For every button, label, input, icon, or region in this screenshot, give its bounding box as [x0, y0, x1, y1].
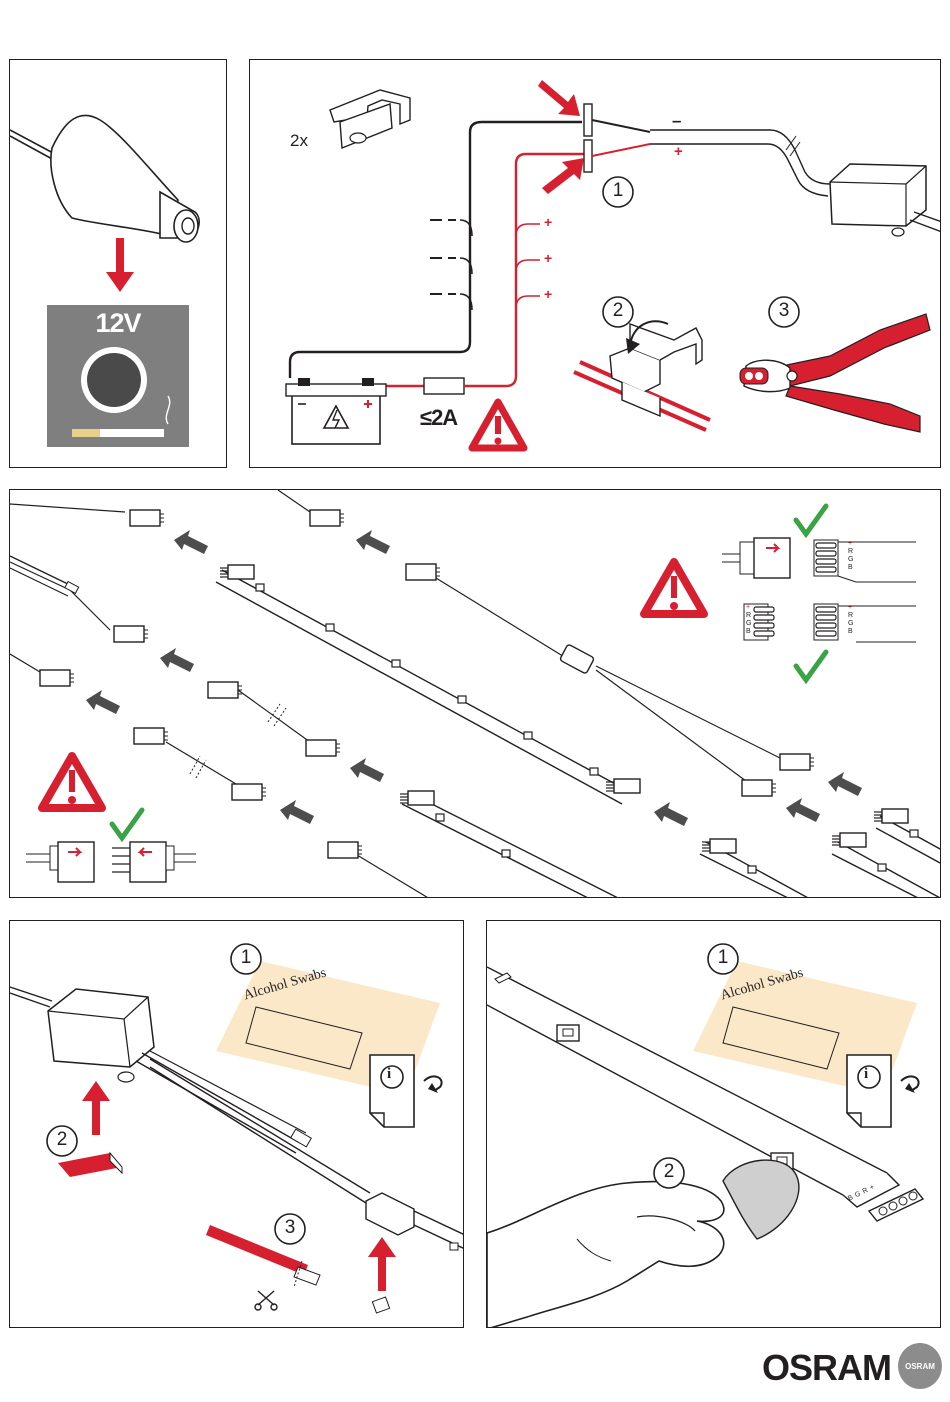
strip-connections-illustration [10, 490, 941, 898]
branch-plus-sign: + [544, 286, 552, 302]
panel-lighter-plug: 12V [9, 59, 227, 468]
backing-tape [723, 1160, 799, 1239]
pin-orientation-diagram [744, 604, 916, 642]
scissors-icon [255, 1291, 277, 1310]
brand-logo: OSRAM [762, 1345, 891, 1391]
info-letter: i [864, 1066, 868, 1083]
panel-strip-application: 1 2 Alcohol Swabs i BGR+ [486, 920, 941, 1328]
branch-plus-sign: + [544, 250, 552, 266]
pin-label: + [848, 604, 853, 612]
up-arrow-icon [368, 1237, 396, 1291]
battery-icon [286, 378, 386, 444]
pin-label: R [746, 612, 751, 620]
panel-battery-wiring: 2x – + + + + ≤2A 1 2 3 [249, 59, 941, 468]
brand-name: OSRAM [762, 1347, 891, 1389]
strip-minus-sign: – [672, 111, 681, 131]
pointer-arrow-icon [538, 80, 580, 116]
splice-connector-plus [584, 140, 592, 172]
pin-orientation-diagram [722, 538, 916, 582]
brand-badge-icon: OSRAM [898, 1343, 942, 1389]
pin-label: R [848, 612, 853, 620]
brand-badge-text: OSRAM [905, 1362, 935, 1371]
pin-label: B [746, 628, 751, 636]
battery-wiring-illustration [250, 60, 941, 468]
pin-label: R [848, 548, 853, 556]
step-number: 3 [769, 300, 799, 322]
strip-plus-sign: + [674, 143, 683, 160]
check-icon [796, 652, 826, 680]
warning-icon [472, 402, 524, 448]
voltage-label: 12V [47, 308, 189, 339]
pin-label-column: + R G B [848, 540, 853, 572]
pin-label: B [848, 628, 853, 636]
pin-label-column: + R G B [848, 604, 853, 636]
up-arrow-icon [82, 1081, 110, 1135]
branch-plus-sign: + [544, 214, 552, 230]
info-letter: i [387, 1066, 391, 1083]
step-number: 1 [231, 947, 261, 969]
hand-illustration [487, 1182, 724, 1328]
panel-strip-connections: + R G B + R G B + R G B [9, 489, 941, 898]
pin-label: G [848, 620, 853, 628]
step-number: 3 [275, 1217, 305, 1239]
pin-label: + [746, 604, 751, 612]
step-number: 1 [708, 947, 738, 969]
panel-controller-mounting: 1 2 3 Alcohol Swabs i [9, 920, 464, 1328]
controller-mounting-illustration [10, 921, 464, 1328]
step-number: 2 [654, 1161, 684, 1183]
pin-label-column: + R G B [746, 604, 751, 636]
down-arrow-icon [106, 238, 134, 292]
lighter-plug-illustration [10, 60, 227, 468]
pin-label: + [848, 540, 853, 548]
pin-label: G [746, 620, 751, 628]
info-document-icon [370, 1055, 442, 1127]
multiplier-label: 2x [290, 131, 308, 151]
plug-pair-diagram [26, 842, 196, 882]
splice-connector-minus [584, 104, 592, 136]
pliers-icon [740, 314, 930, 432]
fuse-icon [424, 378, 464, 394]
warning-icon [644, 562, 704, 614]
check-icon [796, 506, 826, 534]
step-number: 1 [603, 180, 633, 202]
clip-crimp-illustration [574, 321, 710, 430]
pointer-arrow-icon [542, 158, 584, 194]
fuse-rating-label: ≤2A [420, 405, 457, 431]
warning-icon [42, 756, 102, 808]
step-number: 2 [603, 300, 633, 322]
check-icon [112, 810, 142, 838]
pin-label: G [848, 556, 853, 564]
pin-label: B [848, 564, 853, 572]
step-number: 2 [47, 1129, 77, 1151]
controller-box-icon [830, 164, 941, 236]
strip-application-illustration [487, 921, 941, 1328]
info-document-icon [847, 1055, 919, 1127]
tap-connector-icon [330, 90, 410, 148]
led-chip-icon [557, 1025, 579, 1041]
